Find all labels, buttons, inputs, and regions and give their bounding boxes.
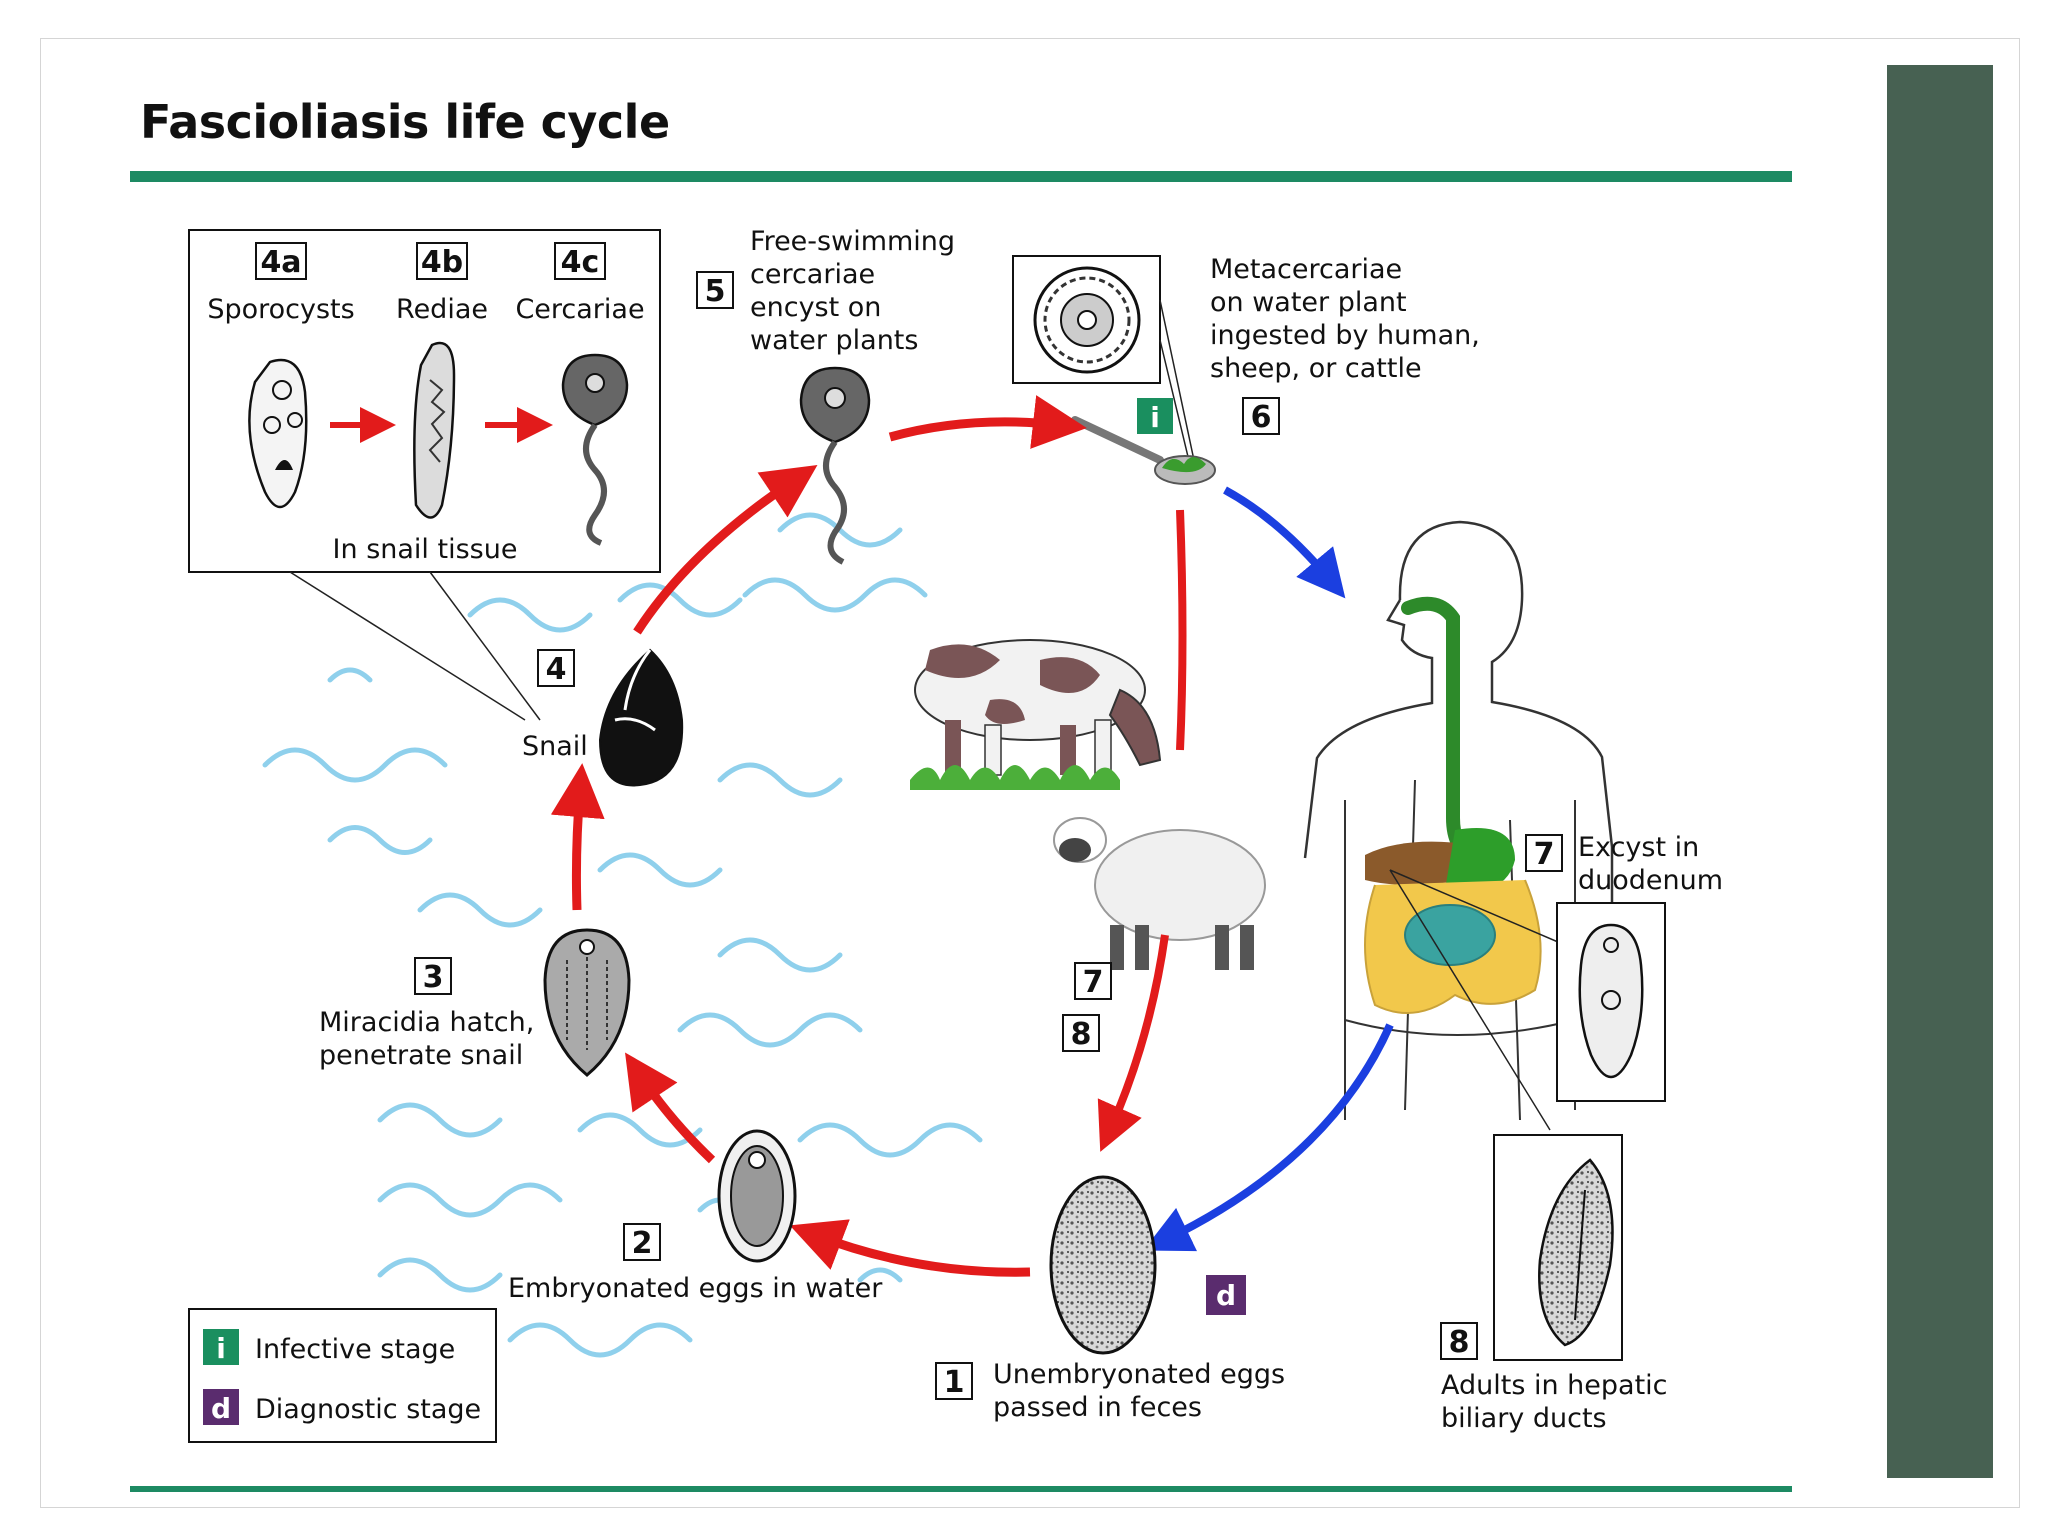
spoon-plant-icon: [1071, 416, 1216, 485]
diagnostic-badge-text: d: [1216, 1279, 1236, 1312]
stage-number-box: [255, 242, 307, 280]
label-passed-in-feces: passed in feces: [993, 1392, 1202, 1423]
stage-number-4b: 4b: [421, 245, 463, 280]
stage-number-4c: 4c: [561, 245, 600, 280]
label-penetrate-snail: penetrate snail: [319, 1040, 523, 1071]
arrow-5-6: [888, 395, 1087, 449]
human-body-icon: [1303, 520, 1614, 1121]
legend-infective-label: Infective stage: [255, 1334, 455, 1365]
stage-number-box: [935, 1362, 973, 1400]
legend-diagnostic-badge: d: [211, 1392, 231, 1425]
stage-number-7: 7: [1534, 837, 1555, 872]
infective-badge-text: i: [1150, 401, 1160, 434]
fluke-adult-icon: [1538, 1158, 1614, 1347]
arrow-animals-eggs: [1097, 934, 1169, 1152]
biliary-pointer-line: [1389, 869, 1551, 1131]
label-sporocysts: Sporocysts: [207, 294, 354, 325]
label-miracidia-hatch: Miracidia hatch,: [319, 1007, 534, 1038]
stage-number-6: 6: [1251, 400, 1272, 435]
label-snail: Snail: [522, 731, 588, 762]
sheep-icon: [1053, 817, 1266, 970]
legend: i Infective stage d Diagnostic stage: [188, 1308, 497, 1443]
stage-number-box: [416, 242, 468, 280]
arrow-6-human: [1223, 486, 1346, 599]
duodenum-pointer-line: [1389, 869, 1566, 946]
stage-number-3: 3: [423, 960, 444, 995]
legend-infective-badge: i: [216, 1332, 226, 1365]
cercaria-icon: [561, 353, 629, 546]
label-unembryonated-eggs: Unembryonated eggs: [993, 1359, 1285, 1390]
label-metacercariae: Metacercariae: [1210, 254, 1402, 285]
water-waves: [262, 512, 983, 1358]
stage-number-1: 1: [944, 1365, 965, 1400]
label-biliary-ducts: biliary ducts: [1441, 1403, 1607, 1434]
arrow-1-2: [789, 1219, 1031, 1277]
stage-number-8-animals: 8: [1071, 1017, 1092, 1052]
juvenile-fluke-icon: [1578, 923, 1644, 1079]
cow-icon: [910, 639, 1162, 790]
legend-diagnostic-swatch: [203, 1389, 239, 1425]
stage-number-box: [1062, 1014, 1100, 1052]
label-adults-hepatic: Adults in hepatic: [1441, 1370, 1668, 1401]
stage-number-box: [1525, 834, 1563, 872]
footer-rule: [130, 1486, 1792, 1492]
title-rule: [130, 171, 1792, 182]
cercaria-icon: [799, 366, 871, 565]
stage-number-7-animals: 7: [1083, 965, 1104, 1000]
snail-icon: [598, 648, 684, 787]
metacercaria-icon: [1033, 266, 1141, 374]
label-on-water-plant: on water plant: [1210, 287, 1407, 318]
arrow-human-eggs: [1143, 1023, 1394, 1252]
inset-pointer-line: [429, 571, 541, 721]
stage-number-8: 8: [1449, 1325, 1470, 1360]
diagnostic-badge: [1206, 1275, 1246, 1315]
stage-number-box: [537, 649, 575, 687]
label-cercariae-5: cercariae: [750, 259, 875, 290]
label-encyst-on: encyst on: [750, 292, 881, 323]
label-embryonated-eggs: Embryonated eggs in water: [508, 1273, 883, 1304]
label-in-snail-tissue: In snail tissue: [333, 534, 518, 565]
stage-number-box: [1074, 962, 1112, 1000]
unembryonated-egg-icon: [1049, 1175, 1157, 1355]
label-rediae: Rediae: [396, 294, 488, 325]
label-ingested-by: ingested by human,: [1210, 320, 1480, 351]
label-free-swimming: Free-swimming: [750, 226, 955, 257]
sidebar-bar: [1887, 65, 1993, 1478]
stage-number-box: [1440, 1322, 1478, 1360]
label-duodenum: duodenum: [1578, 865, 1723, 896]
stage-number-box: [696, 271, 734, 309]
redia-icon: [413, 341, 456, 519]
label-excyst-in: Excyst in: [1578, 832, 1699, 863]
arrow-3-4: [550, 763, 605, 911]
metacercaria-pointer-line: [1159, 299, 1196, 466]
stage-number-box: [414, 957, 452, 995]
legend-diagnostic-label: Diagnostic stage: [255, 1394, 481, 1425]
stage-number-4: 4: [546, 652, 567, 687]
stage-number-5: 5: [705, 274, 726, 309]
stage-number-2: 2: [632, 1226, 653, 1261]
stage-number-box: [623, 1223, 661, 1261]
stage-number-box: [1242, 397, 1280, 435]
label-water-plants: water plants: [750, 325, 918, 356]
page-title: Fascioliasis life cycle: [140, 95, 670, 149]
miracidium-icon: [543, 928, 631, 1077]
label-sheep-cattle: sheep, or cattle: [1210, 353, 1422, 384]
arrow-2-3: [625, 1052, 716, 1164]
arrow-6-animals: [1176, 509, 1187, 751]
inset-pointer-line: [289, 571, 526, 721]
metacercaria-pointer-line: [1159, 339, 1191, 466]
infective-badge: [1137, 398, 1173, 434]
stage-number-4a: 4a: [260, 245, 301, 280]
stage-number-box: [554, 242, 606, 280]
arrow-4-5: [633, 465, 818, 635]
embryonated-egg-icon: [717, 1129, 797, 1263]
sporocyst-icon: [248, 358, 308, 509]
label-cercariae: Cercariae: [515, 294, 644, 325]
legend-infective-swatch: [203, 1329, 239, 1365]
